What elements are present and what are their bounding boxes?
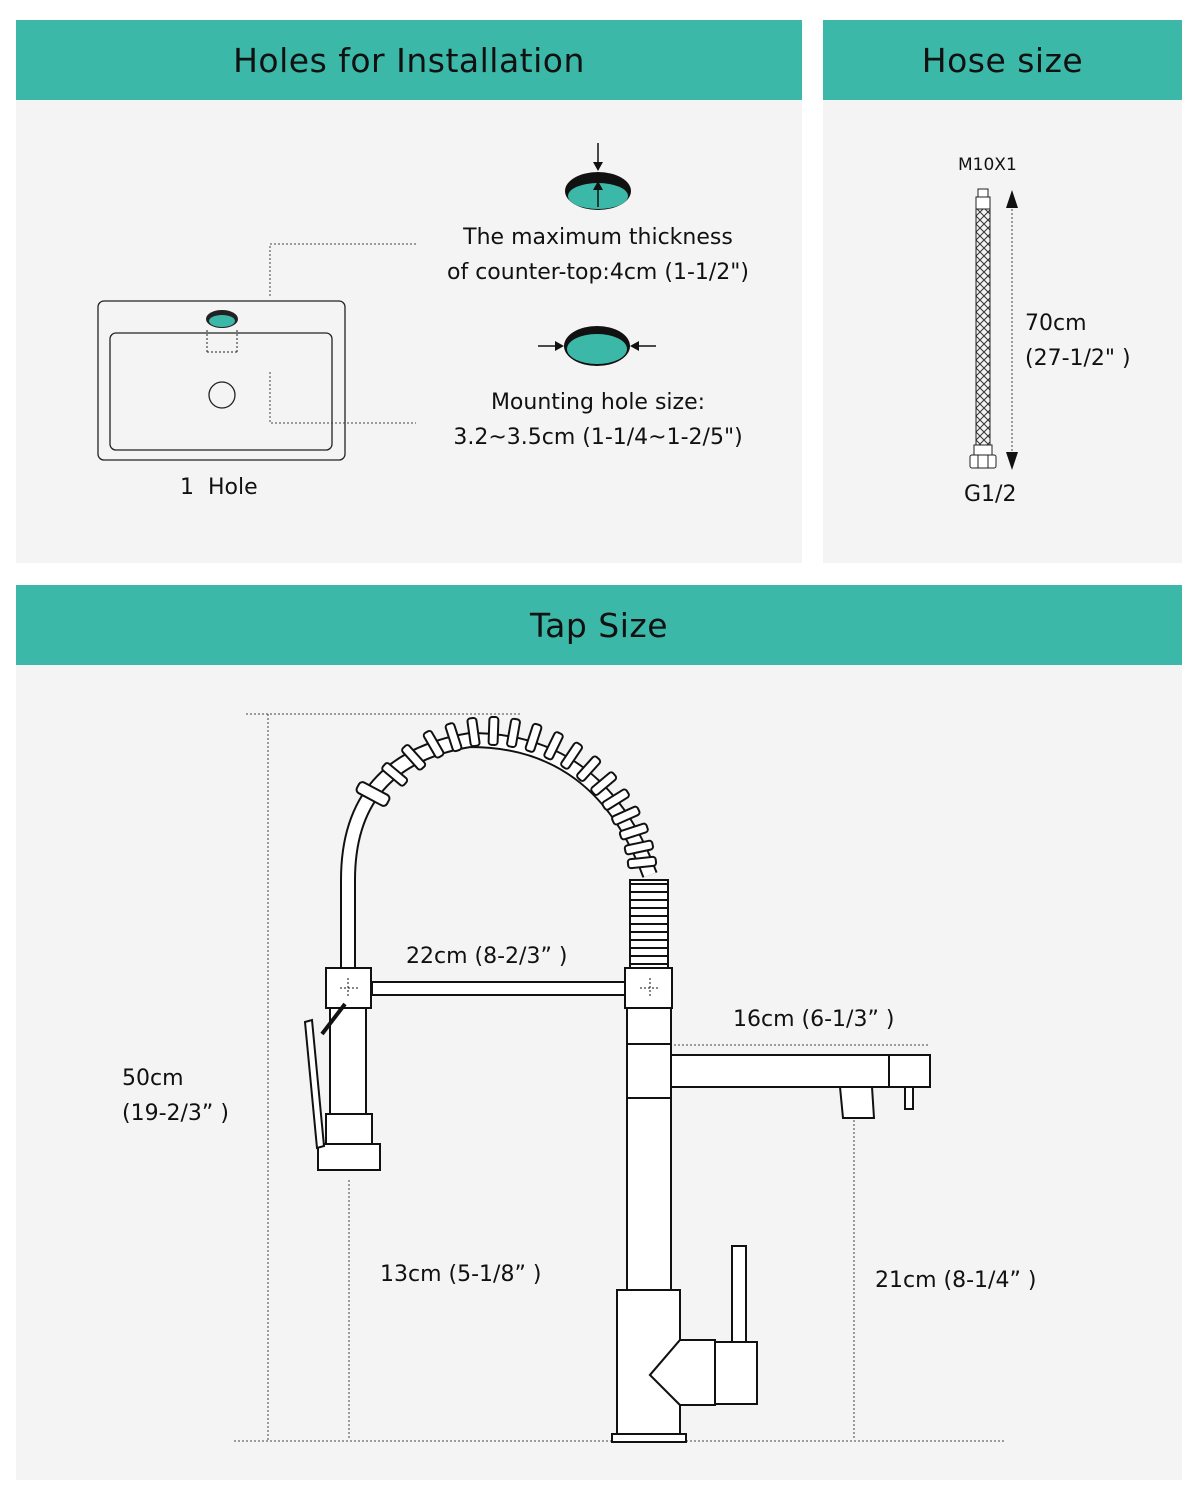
reach-label: 22cm (8-2/3” ) xyxy=(406,944,568,969)
hose-header: Hose size xyxy=(823,20,1182,100)
hose-length-cm: 70cm xyxy=(1025,311,1087,336)
tap-title: Tap Size xyxy=(529,605,669,645)
hose-illustration xyxy=(969,188,997,469)
hose-length-in: (27-1/2" ) xyxy=(1025,346,1131,371)
spout-length-label: 16cm (6-1/3” ) xyxy=(733,1007,895,1032)
holes-panel xyxy=(16,100,802,563)
sink-leader-lines xyxy=(269,243,416,424)
hose-bottom-thread: G1/2 xyxy=(964,482,1017,507)
mounting-line-2: 3.2~3.5cm (1-1/4~1-2/5") xyxy=(453,425,743,450)
mounting-text: Mounting hole size: 3.2~3.5cm (1-1/4~1-2… xyxy=(418,385,778,455)
hose-panel xyxy=(823,100,1182,563)
sink-tap-hole-icon xyxy=(206,310,238,353)
mounting-line-1: Mounting hole size: xyxy=(490,390,706,415)
hose-title: Hose size xyxy=(921,40,1084,80)
tap-height-in: (19-2/3” ) xyxy=(122,1101,229,1126)
holes-header: Holes for Installation xyxy=(16,20,802,100)
sink-illustration xyxy=(97,300,346,461)
hose-top-thread: M10X1 xyxy=(958,155,1017,175)
thickness-line-1: The maximum thickness xyxy=(463,225,733,250)
hose-length-arrow xyxy=(1006,190,1018,470)
thickness-text: The maximum thickness of counter-top:4cm… xyxy=(418,220,778,290)
spout-height-label: 21cm (8-1/4” ) xyxy=(875,1268,1037,1293)
connector-marks xyxy=(340,978,660,998)
holes-title: Holes for Installation xyxy=(233,40,585,80)
tap-height-cm: 50cm xyxy=(122,1066,184,1091)
thickness-line-2: of counter-top:4cm (1-1/2") xyxy=(447,260,749,285)
hole-count-label: 1 Hole xyxy=(180,475,258,500)
tap-header: Tap Size xyxy=(16,585,1182,665)
faucet-illustration xyxy=(303,715,931,1443)
thickness-icon xyxy=(565,143,631,210)
spray-height-label: 13cm (5-1/8” ) xyxy=(380,1262,542,1287)
mounting-hole-icon xyxy=(538,326,656,366)
